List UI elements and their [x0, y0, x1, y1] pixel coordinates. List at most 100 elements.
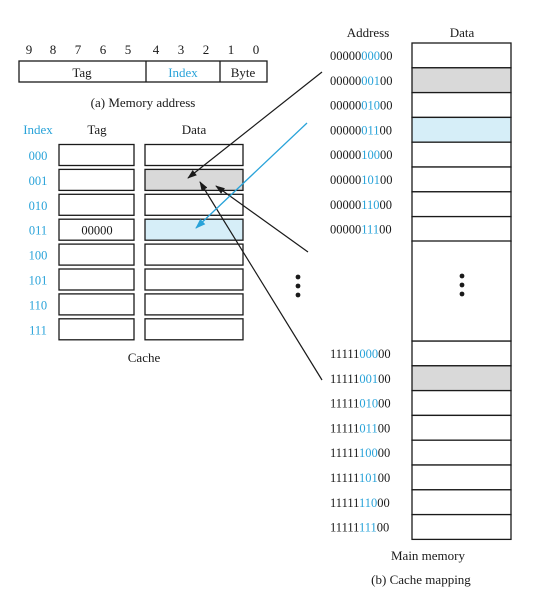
memory-row: 1111111100: [330, 513, 512, 541]
bit-number: 6: [100, 42, 107, 57]
cache-row: 100: [29, 243, 244, 266]
cache-tag-cell: [58, 218, 135, 241]
cache-tag-cell: [58, 168, 135, 192]
memory-data-cell: [411, 340, 512, 367]
cache-row: 000: [29, 143, 244, 167]
memory-row: 0000000100: [330, 67, 512, 94]
cache-index-label: 111: [29, 323, 47, 337]
memory-data-cell: [411, 365, 512, 392]
cache-index-label: 011: [29, 224, 47, 238]
cache-tag-header: Tag: [87, 122, 107, 137]
memory-data-cell: [411, 166, 512, 193]
memory-row: 1111100000: [330, 340, 512, 367]
memory-address-label: 0000011000: [330, 198, 392, 212]
cache-label: Cache: [128, 350, 161, 365]
cache-data-cell: [144, 268, 244, 291]
memory-address-label: 0000001000: [330, 99, 393, 113]
main-memory-label: Main memory: [391, 548, 466, 563]
memory-address-label: 1111111000: [330, 496, 390, 510]
main-memory-diagram: Address Data 0000000000 0000000100 0000001…: [295, 25, 512, 587]
memory-gap-block: [411, 240, 512, 342]
cache-index-header: Index: [23, 122, 53, 137]
memory-address-label: 1111101000: [330, 397, 391, 411]
memory-data-cell: [411, 414, 512, 441]
memory-address-label: 1111101100: [330, 421, 390, 435]
memory-row: 0000011000: [330, 191, 512, 218]
bit-number: 9: [26, 42, 33, 57]
cache-data-cell: [144, 168, 244, 192]
memory-data-cell: [411, 439, 512, 466]
memory-data-cell: [411, 489, 512, 516]
cache-row: 111: [29, 318, 244, 341]
address-field-box: [18, 60, 268, 83]
memory-row: 0000000000: [330, 42, 512, 69]
cache-index-label: 101: [29, 274, 48, 288]
memory-data-cell: [411, 91, 512, 119]
memory-address-label: 1111100100: [330, 372, 391, 386]
tag-field-label: Tag: [72, 65, 92, 80]
memory-address-label: 0000001100: [330, 123, 392, 137]
cache-index-label: 000: [29, 149, 48, 163]
memory-row: 0000011100: [330, 215, 512, 243]
memory-data-cell: [411, 389, 512, 417]
memory-row: 1111101100: [330, 414, 512, 441]
cache-data-header: Data: [182, 122, 207, 137]
cache-tag-cell: [58, 293, 135, 316]
memory-address-label: 0000010000: [330, 148, 393, 162]
cache-data-cell: [144, 243, 244, 266]
memory-data-cell: [411, 67, 512, 94]
cache-data-cell: [144, 293, 244, 316]
memory-address-label: 0000010100: [330, 173, 393, 187]
cache-index-label: 010: [29, 199, 48, 213]
memory-data-cell: [411, 464, 512, 491]
bit-number: 8: [50, 42, 57, 57]
memory-row: 1111111000: [330, 489, 512, 516]
memory-address-label: 1111110000: [330, 446, 390, 460]
memory-row: 0000010000: [330, 141, 512, 168]
bit-number: 0: [253, 42, 260, 57]
memory-data-cell: [411, 215, 512, 243]
bit-number: 2: [203, 42, 210, 57]
memory-row: 0000001100: [330, 116, 512, 143]
cache-data-cell: [144, 143, 244, 167]
memory-rows: 0000000000 0000000100 0000001000 0000001100…: [330, 42, 512, 541]
byte-field-label: Byte: [231, 65, 256, 80]
cache-index-label: 110: [29, 298, 47, 312]
memory-data-cell: [411, 42, 512, 69]
bit-number: 3: [178, 42, 185, 57]
memory-address-label: 1111110100: [330, 471, 390, 485]
cache-tag-cell: [58, 268, 135, 291]
mapping-arrows: [187, 71, 323, 381]
bit-number: 4: [153, 42, 160, 57]
arrow-00000001-to-cache-001: [187, 71, 323, 179]
cache-row: 110: [29, 293, 244, 316]
memory-address-label: 0000000000: [330, 49, 393, 63]
memory-data-cell: [411, 141, 512, 168]
memory-row: 1111101000: [330, 389, 512, 417]
data-column-header: Data: [450, 25, 475, 40]
cache-index-label: 001: [29, 174, 48, 188]
arrow-from-middle-to-cache-001: [215, 185, 309, 253]
memory-data-cell: [411, 116, 512, 143]
cache-data-cell: [144, 318, 244, 341]
memory-row: 1111110000: [330, 439, 512, 466]
cache-index-label: 100: [29, 249, 48, 263]
address-column-header: Address: [347, 25, 390, 40]
memory-address-caption: (a) Memory address: [91, 95, 196, 110]
cache-tag-cell: [58, 318, 135, 341]
memory-data-cell: [411, 513, 512, 541]
bit-number: 1: [228, 42, 235, 57]
cache-tag-cell: [58, 143, 135, 167]
arrow-11111001-to-cache-001: [199, 181, 323, 381]
memory-row: 0000010100: [330, 166, 512, 193]
memory-row: 1111110100: [330, 464, 512, 491]
index-field-label: Index: [168, 65, 198, 80]
cache-tag-cell: [58, 243, 135, 266]
cache-row: 101: [29, 268, 244, 291]
